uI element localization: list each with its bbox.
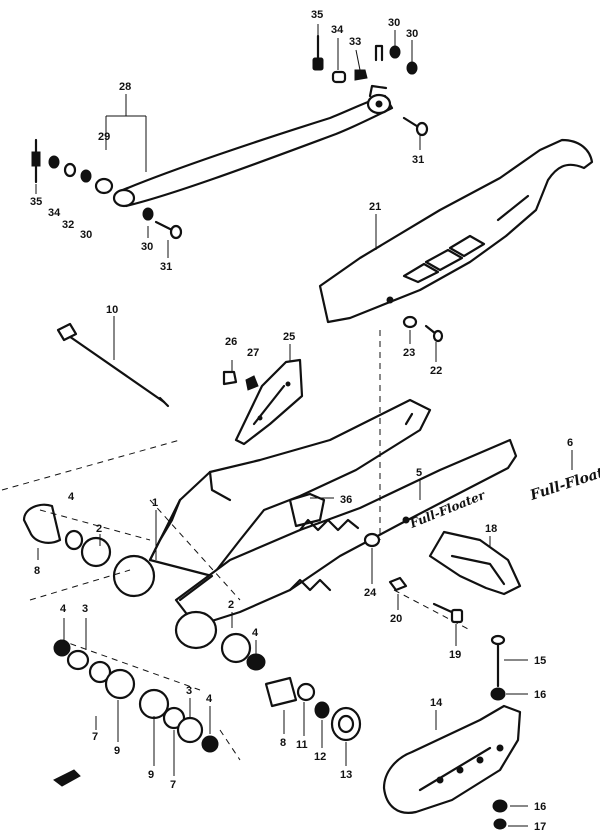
decal-6: Full-Floater: [527, 459, 600, 504]
callout-9-a: 9: [114, 745, 120, 757]
chain-guide: [222, 358, 304, 446]
callout-8-a: 8: [34, 565, 40, 577]
callout-16-a: 16: [534, 689, 546, 701]
callout-labels: 35 34 33 30 30 31 28 29 35 34 32 30 30 3…: [30, 9, 573, 833]
callout-4-c: 4: [252, 627, 259, 639]
decal-text-6: Full-Floater: [527, 459, 600, 504]
lower-bushing-stack-left: [53, 639, 136, 700]
callout-10: 10: [106, 304, 118, 316]
callout-32: 32: [62, 219, 74, 231]
assembly-dashed-lines: [1, 330, 471, 761]
callout-6: 6: [567, 437, 573, 449]
callout-31-left: 31: [160, 261, 172, 273]
callout-30-a: 30: [388, 17, 400, 29]
callout-4-a: 4: [68, 491, 75, 503]
rear-hardware-top: [312, 34, 429, 137]
lower-bushing-stack-right: [264, 676, 362, 742]
callout-11: 11: [296, 739, 308, 751]
callout-14: 14: [430, 697, 443, 709]
callout-2-a: 2: [96, 523, 102, 535]
callout-35-left: 35: [30, 196, 42, 208]
callout-28: 28: [119, 81, 131, 93]
callout-30-d: 30: [141, 241, 153, 253]
front-hardware-left: [31, 138, 183, 240]
pivot-bushings-left: [22, 503, 156, 598]
callout-34-top: 34: [331, 24, 344, 36]
torque-link-rod: [112, 84, 394, 208]
callout-1: 1: [152, 497, 158, 509]
chain-guard-bracket: [388, 530, 522, 624]
callout-23: 23: [403, 347, 415, 359]
callout-27: 27: [247, 347, 259, 359]
callout-2-b: 2: [228, 599, 234, 611]
bolt-15: [490, 634, 506, 701]
callout-22: 22: [430, 365, 442, 377]
callout-7-b: 7: [170, 779, 176, 791]
leader-lines: [35, 24, 573, 827]
callout-8-b: 8: [280, 737, 286, 749]
callout-35-top: 35: [311, 9, 323, 21]
callout-4-d: 4: [206, 693, 213, 705]
callout-5: 5: [416, 467, 422, 479]
pivot-shaft: [56, 322, 170, 408]
callout-19: 19: [449, 649, 461, 661]
swingarm: [148, 398, 518, 628]
callout-3-b: 3: [186, 685, 192, 697]
callout-18: 18: [485, 523, 497, 535]
callout-31-top: 31: [412, 154, 424, 166]
callout-30-b: 30: [406, 28, 418, 40]
front-direction-arrow-icon: [53, 769, 81, 787]
callout-4-b: 4: [60, 603, 67, 615]
callout-7-a: 7: [92, 731, 98, 743]
callout-9-b: 9: [148, 769, 154, 781]
callout-21: 21: [369, 201, 381, 213]
callout-12: 12: [314, 751, 326, 763]
callout-20: 20: [390, 613, 402, 625]
callout-25: 25: [283, 331, 295, 343]
callout-34-left: 34: [48, 207, 61, 219]
chain-slider: [382, 704, 522, 830]
callout-36: 36: [340, 494, 352, 506]
callout-33: 33: [349, 36, 361, 48]
callout-13: 13: [340, 769, 352, 781]
callout-17: 17: [534, 821, 546, 833]
callout-30-c: 30: [80, 229, 92, 241]
callout-26: 26: [225, 336, 237, 348]
chain-case: [318, 138, 594, 324]
pivot-bushings-right: [174, 610, 266, 671]
callout-24: 24: [364, 587, 377, 599]
callout-16-b: 16: [534, 801, 546, 813]
callout-29: 29: [98, 131, 110, 143]
chain-case-hardware: [402, 315, 444, 343]
callout-3-a: 3: [82, 603, 88, 615]
callout-15: 15: [534, 655, 546, 667]
